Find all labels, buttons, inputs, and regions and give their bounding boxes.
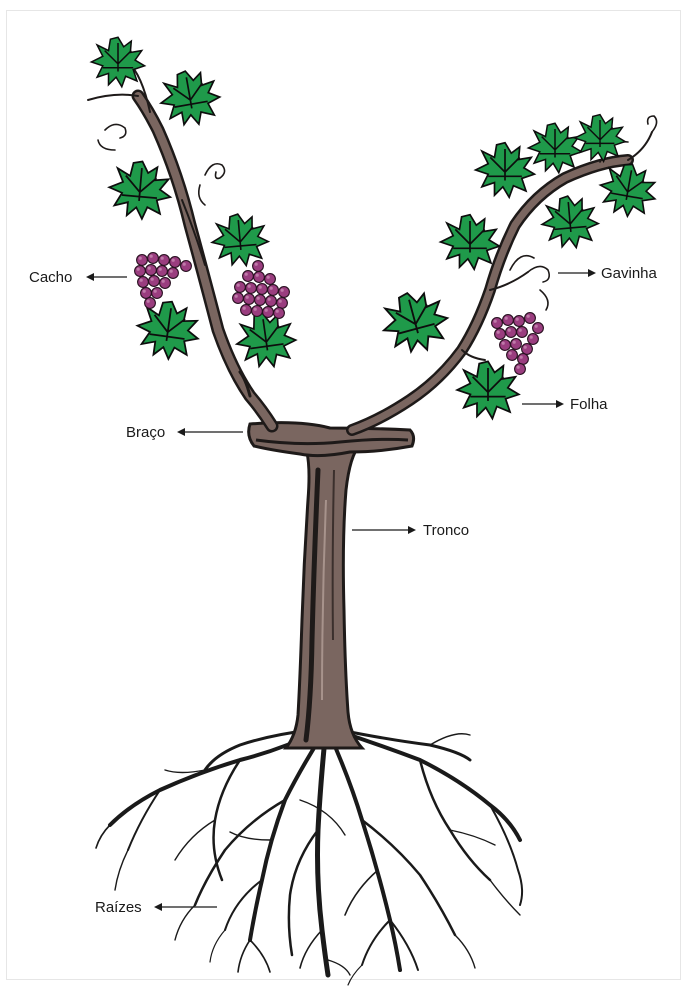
arrow-braco [177, 428, 243, 436]
label-tronco: Tronco [423, 522, 469, 539]
roots [96, 730, 522, 985]
grape-cluster-left [135, 253, 192, 309]
label-raizes: Raízes [95, 899, 142, 916]
trunk [286, 440, 362, 748]
arrow-cacho [86, 273, 127, 281]
leaves [91, 37, 660, 418]
label-gavinha: Gavinha [601, 265, 657, 282]
arrow-gavinha [558, 269, 596, 277]
grape-cluster-center [233, 261, 290, 319]
label-folha: Folha [570, 396, 608, 413]
arrow-raizes [154, 903, 217, 911]
grape-cluster-right [492, 313, 544, 375]
label-cacho: Cacho [29, 269, 72, 286]
arrow-folha [522, 400, 564, 408]
arrow-tronco [352, 526, 416, 534]
label-braco: Braço [126, 424, 165, 441]
